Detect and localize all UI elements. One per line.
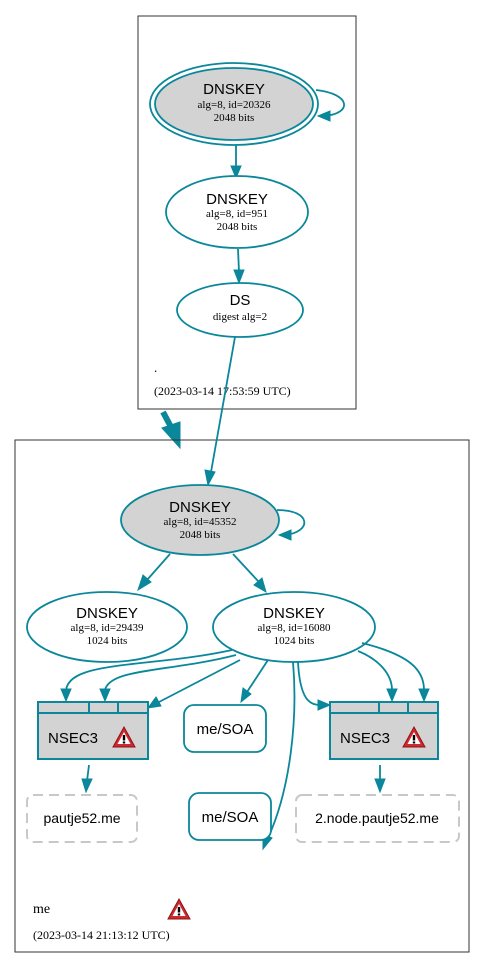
nonexistent-right-node[interactable]: 2.node.pautje52.me <box>295 794 460 843</box>
me-zsk1-line1: alg=8, id=29439 <box>71 622 144 634</box>
soa-top-label: me/SOA <box>197 721 254 738</box>
nsec3-left-label: NSEC3 <box>48 730 98 747</box>
me-zone-cluster <box>14 439 470 953</box>
me-ksk-title: DNSKEY <box>169 499 231 516</box>
ds-line1: digest alg=2 <box>213 311 267 323</box>
nonexistent-left-label: pautje52.me <box>43 810 120 826</box>
soa-top-node[interactable]: me/SOA <box>183 704 267 753</box>
nsec3-right-node[interactable]: NSEC3 <box>329 701 439 760</box>
me-ksk-line1: alg=8, id=45352 <box>164 516 237 528</box>
root-zone-name: . <box>154 360 157 375</box>
soa-bottom-node[interactable]: me/SOA <box>188 792 272 841</box>
root-zsk-line1: alg=8, id=951 <box>206 208 268 220</box>
ds-title: DS <box>230 292 251 309</box>
root-ksk-node[interactable]: DNSKEY alg=8, id=20326 2048 bits <box>149 62 319 146</box>
warning-icon <box>167 898 191 920</box>
me-zsk1-line2: 1024 bits <box>87 635 128 647</box>
root-ksk-line1: alg=8, id=20326 <box>198 99 271 111</box>
me-zsk2-line2: 1024 bits <box>274 635 315 647</box>
me-zsk1-node[interactable]: DNSKEY alg=8, id=29439 1024 bits <box>26 591 188 663</box>
me-ksk-line2: 2048 bits <box>180 529 221 541</box>
root-zsk-title: DNSKEY <box>206 191 268 208</box>
me-zsk2-title: DNSKEY <box>263 605 325 622</box>
soa-bottom-label: me/SOA <box>202 809 259 826</box>
root-ksk-line2: 2048 bits <box>214 112 255 124</box>
me-zone-timestamp: (2023-03-14 21:13:12 UTC) <box>33 928 170 942</box>
root-zsk-node[interactable]: DNSKEY alg=8, id=951 2048 bits <box>165 175 309 249</box>
me-zsk2-node[interactable]: DNSKEY alg=8, id=16080 1024 bits <box>212 591 376 663</box>
nsec3-left-node[interactable]: NSEC3 <box>37 701 149 760</box>
root-zsk-line2: 2048 bits <box>217 221 258 233</box>
ds-node[interactable]: DS digest alg=2 <box>176 282 304 338</box>
root-zone-timestamp: (2023-03-14 17:53:59 UTC) <box>154 384 291 398</box>
nsec3-right-label: NSEC3 <box>340 730 390 747</box>
nonexistent-right-label: 2.node.pautje52.me <box>315 810 439 826</box>
me-zone-name: me <box>33 902 50 917</box>
nonexistent-left-node[interactable]: pautje52.me <box>26 794 138 843</box>
me-ksk-node[interactable]: DNSKEY alg=8, id=45352 2048 bits <box>120 484 280 556</box>
me-zsk2-line1: alg=8, id=16080 <box>258 622 331 634</box>
me-zsk1-title: DNSKEY <box>76 605 138 622</box>
root-ksk-title: DNSKEY <box>203 81 265 98</box>
